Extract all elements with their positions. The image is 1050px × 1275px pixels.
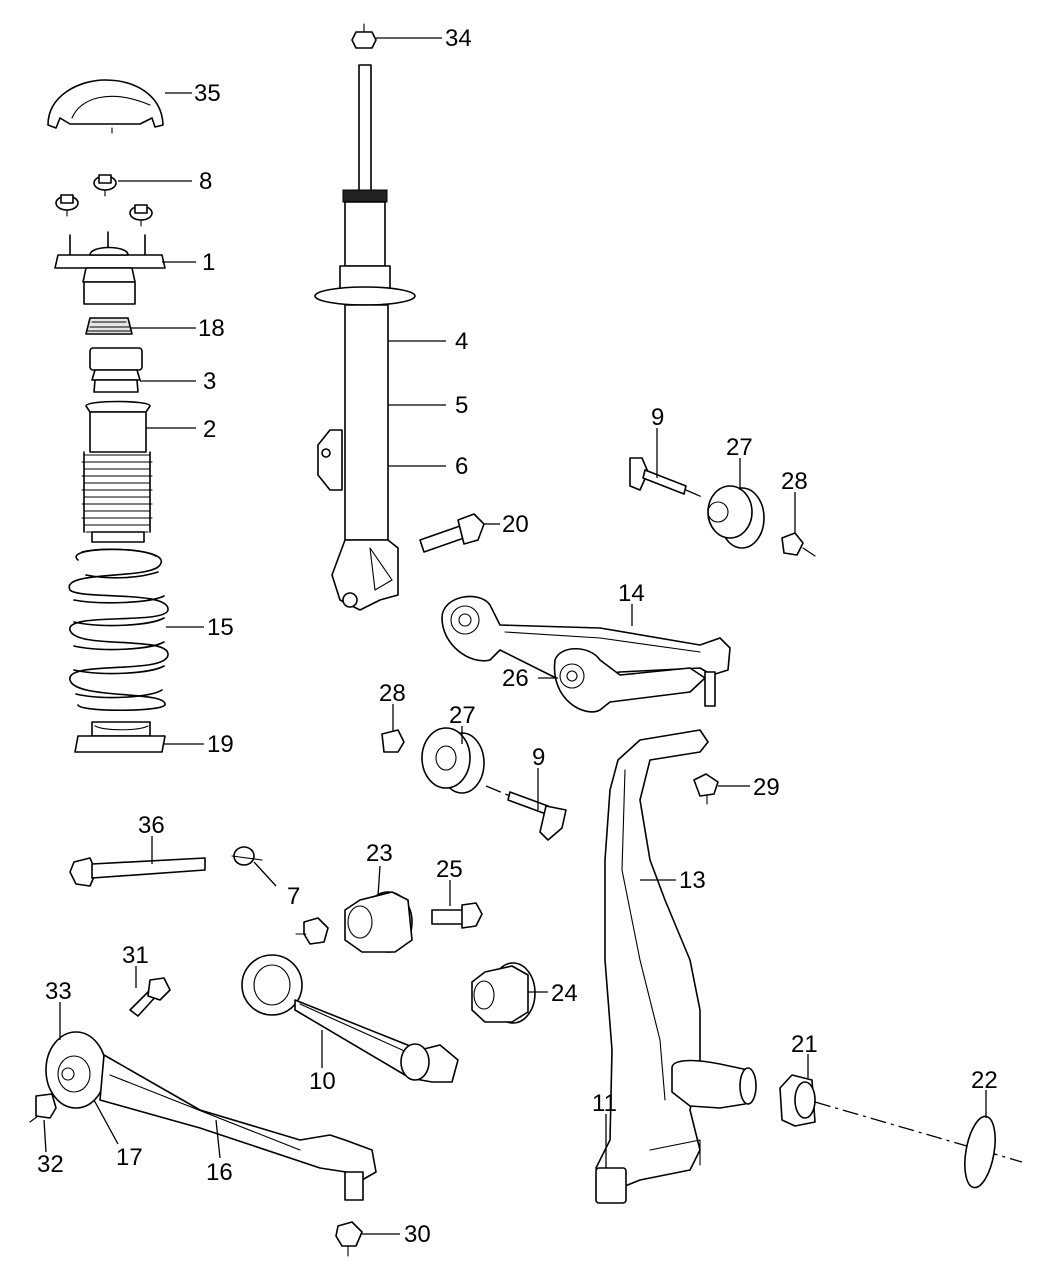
- callout-32: 32: [37, 1151, 64, 1178]
- callout-29: 29: [753, 774, 780, 801]
- callout-18: 18: [198, 315, 225, 342]
- callout-2: 2: [203, 416, 216, 443]
- callout-28-lower: 28: [379, 680, 406, 707]
- callout-6: 6: [455, 453, 468, 480]
- leader-lines: [43, 37, 987, 1235]
- callout-1: 1: [202, 249, 215, 276]
- part-32-nut: [29, 1093, 57, 1123]
- part-9-bolt-upper: [629, 457, 703, 498]
- part-14-upper-arm: [441, 595, 731, 713]
- callout-3: 3: [203, 368, 216, 395]
- part-20-bolt: [419, 513, 485, 553]
- callout-15: 15: [207, 614, 234, 641]
- callout-9-upper: 9: [651, 404, 664, 431]
- part-29-nut: [693, 773, 719, 805]
- part-22-cap: [814, 1101, 1023, 1189]
- callout-27-lower: 27: [449, 702, 476, 729]
- callout-17: 17: [116, 1144, 143, 1171]
- callout-4: 4: [455, 328, 468, 355]
- callout-30: 30: [404, 1221, 431, 1248]
- callout-21: 21: [791, 1031, 818, 1058]
- callout-20: 20: [502, 511, 529, 538]
- part-3-bumper: [89, 347, 143, 393]
- part-13-knuckle: [595, 729, 757, 1204]
- callout-36: 36: [138, 812, 165, 839]
- part-4-shock: [314, 64, 416, 611]
- callout-23: 23: [366, 840, 393, 867]
- part-27-bushing-lower: [421, 727, 485, 794]
- callout-24: 24: [551, 980, 578, 1007]
- callout-28-upper: 28: [781, 468, 808, 495]
- part-15-spring: [68, 548, 169, 712]
- part-18-bearing: [85, 317, 133, 335]
- callout-16: 16: [206, 1159, 233, 1186]
- part-1-top-mount: [54, 231, 166, 305]
- part-34-nut: [351, 23, 377, 49]
- callout-25: 25: [436, 856, 463, 883]
- part-10-lower-link: [241, 954, 459, 1083]
- part-24-bushing: [471, 962, 536, 1024]
- callout-35: 35: [194, 80, 221, 107]
- part-19-isolator: [74, 721, 166, 753]
- part-35-cap: [47, 79, 164, 134]
- callout-22: 22: [971, 1067, 998, 1094]
- callout-26: 26: [502, 665, 529, 692]
- part-28-nut-lower: [381, 729, 405, 753]
- callout-34: 34: [445, 25, 472, 52]
- callout-27-upper: 27: [726, 434, 753, 461]
- callout-7: 7: [287, 883, 300, 910]
- part-31-bolt: [129, 977, 171, 1017]
- callout-14: 14: [618, 580, 645, 607]
- part-7-washer-nut: [231, 846, 329, 945]
- part-25-bolt: [431, 902, 483, 929]
- callout-33: 33: [45, 978, 72, 1005]
- callout-9-lower: 9: [532, 744, 545, 771]
- part-23-bushing: [344, 891, 413, 953]
- callout-8: 8: [199, 168, 212, 195]
- part-27-bushing-upper: [707, 485, 765, 549]
- part-21-nut: [779, 1074, 816, 1127]
- callout-11: 11: [592, 1090, 617, 1117]
- part-2-boot: [81, 400, 153, 543]
- callout-19: 19: [207, 731, 234, 758]
- part-30-nut: [335, 1221, 363, 1257]
- callout-labels: 34 35 8 1 18 3 2 15 19 4 5 6 20 9 27 28 …: [37, 25, 998, 1248]
- callout-31: 31: [122, 942, 149, 969]
- callout-13: 13: [679, 867, 706, 894]
- part-16-tension-strut: [45, 1031, 377, 1201]
- part-36-bolt: [69, 857, 206, 887]
- part-28-nut-upper: [781, 532, 816, 557]
- callout-5: 5: [455, 392, 468, 419]
- part-9-bolt-lower: [485, 785, 567, 841]
- part-8-nuts: [55, 174, 153, 227]
- callout-10: 10: [309, 1068, 336, 1095]
